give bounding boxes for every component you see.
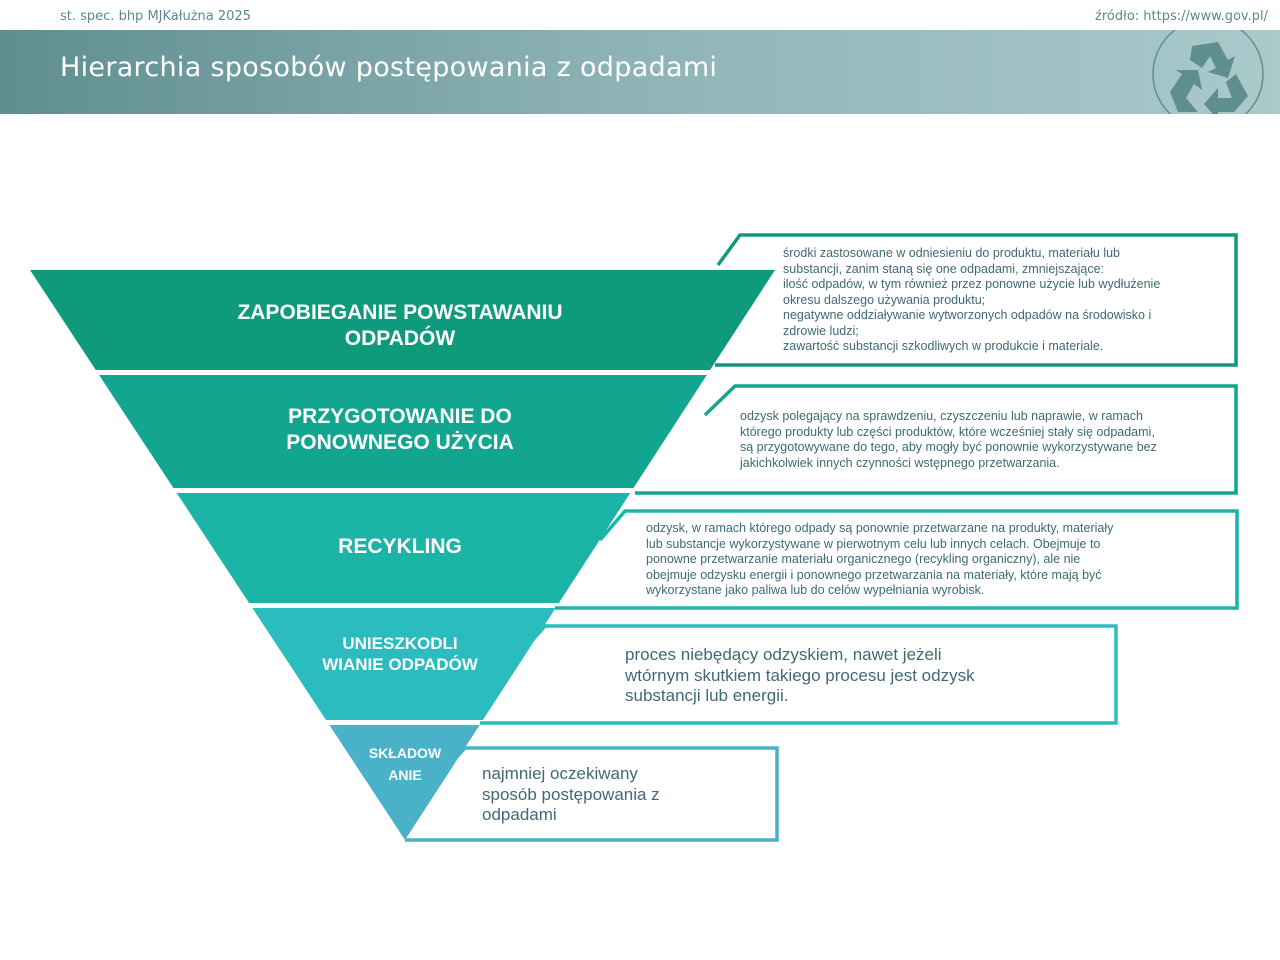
- page-title: Hierarchia sposobów postępowania z odpad…: [60, 52, 718, 83]
- description-line: okresu dalszego używania produktu;: [783, 292, 986, 307]
- description-line: zawartość substancji szkodliwych w produ…: [783, 339, 1104, 353]
- description-line: ilość odpadów, w tym również przez ponow…: [783, 277, 1161, 291]
- description-line: substancji lub energii.: [625, 686, 789, 705]
- description-recycling: odzysk, w ramach którego odpady są ponow…: [646, 521, 1113, 599]
- description-prevention: środki zastosowane w odniesieniu do prod…: [783, 246, 1160, 355]
- description-line: wykorzystane jako paliwa lub do celów wy…: [646, 583, 985, 597]
- level-label-disposal: UNIESZKODLI WIANIE ODPADÓW: [322, 634, 478, 674]
- description-disposal: proces niebędący odzyskiem, nawet jeżeli…: [625, 645, 975, 707]
- pyramid-level-reuse: [99, 375, 707, 488]
- title-banner: Hierarchia sposobów postępowania z odpad…: [0, 30, 1280, 114]
- source-link[interactable]: źródło: https://www.gov.pl/: [1095, 9, 1268, 24]
- pyramid-level-prevention: [30, 270, 775, 370]
- description-line: którego produkty lub części produktów, k…: [740, 424, 1155, 439]
- description-line: zdrowie ludzi;: [783, 323, 859, 338]
- description-box-recycling: [555, 509, 1239, 610]
- description-line: jakichkolwiek innych czynności wstępnego…: [740, 455, 1060, 470]
- description-line: odpadami: [482, 805, 557, 824]
- level-label-reuse: PRZYGOTOWANIE DO PONOWNEGO UŻYCIA: [286, 405, 514, 454]
- description-box-reuse: [635, 384, 1238, 495]
- description-line: wtórnym skutkiem takiego procesu jest od…: [625, 665, 975, 685]
- description-line: sposób postępowania z: [482, 784, 660, 804]
- author-credit: st. spec. bhp MJKałużna 2025: [60, 9, 251, 24]
- description-line: środki zastosowane w odniesieniu do prod…: [783, 246, 1120, 260]
- description-line: ponowne przetwarzanie materiału organicz…: [646, 552, 1081, 566]
- level-label-prevention: ZAPOBIEGANIE POWSTAWANIU ODPADÓW: [237, 301, 563, 350]
- description-reuse: odzysk polegający na sprawdzeniu, czyszc…: [740, 409, 1157, 471]
- description-line: odzysk polegający na sprawdzeniu, czyszc…: [740, 409, 1143, 423]
- description-line: najmniej oczekiwany: [482, 764, 638, 783]
- description-line: odzysk, w ramach którego odpady są ponow…: [646, 521, 1114, 535]
- description-line: negatywne oddziaływanie wytworzonych odp…: [783, 308, 1152, 322]
- pyramid-level-disposal: [252, 608, 556, 720]
- description-line: proces niebędący odzyskiem, nawet jeżeli: [625, 645, 942, 664]
- description-box-prevention: [715, 233, 1238, 367]
- level-label-landfill: SKŁADOW ANIE: [368, 745, 442, 783]
- description-line: substancji, zanim staną się one odpadami…: [783, 261, 1105, 276]
- pyramid-level-recycling: [176, 493, 631, 603]
- pyramid-level-landfill: [329, 725, 480, 840]
- level-label-recycling: RECYKLING: [338, 535, 462, 558]
- description-line: obejmuje odzysku energii i ponownego prz…: [646, 567, 1102, 582]
- description-line: lub substancje wykorzystywane w pierwotn…: [646, 536, 1101, 551]
- recycle-icon: [1152, 30, 1264, 114]
- description-line: są przygotowywane do tego, aby mogły być…: [740, 440, 1157, 454]
